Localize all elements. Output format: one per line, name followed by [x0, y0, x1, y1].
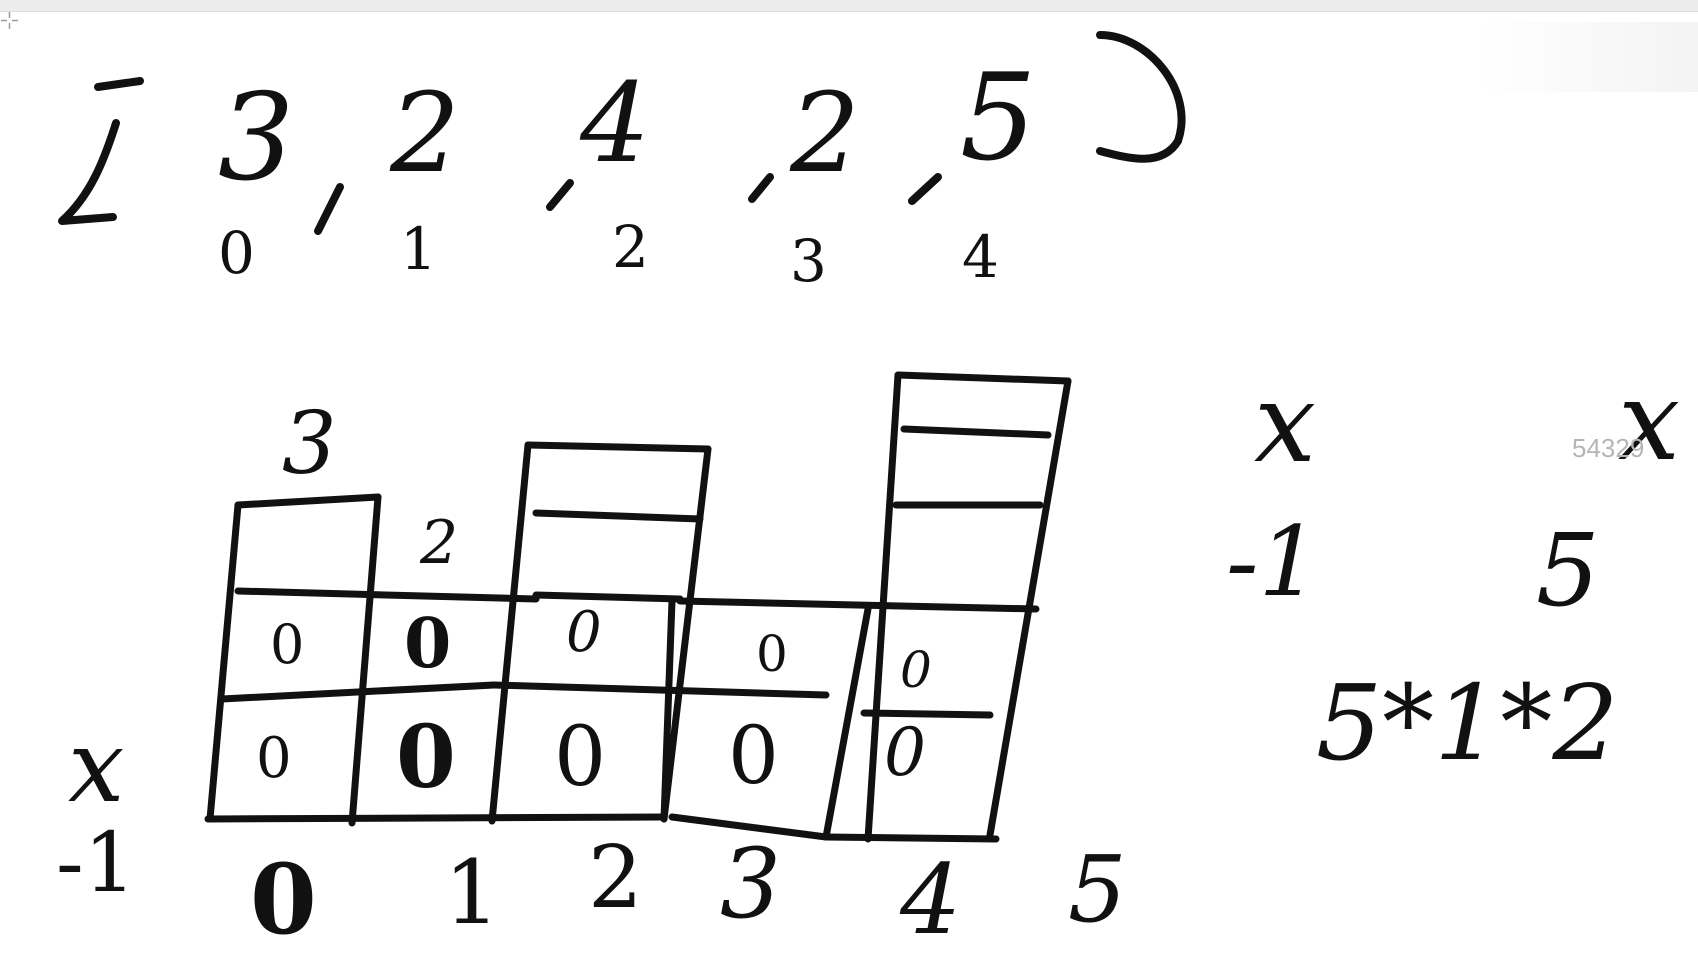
- bottom-axis-0: 0: [250, 843, 317, 956]
- handwriting-sketch: 3 2 4 2 5 0 1 2 3 4: [56, 31, 1680, 956]
- bottom-axis-3: 3: [720, 828, 781, 940]
- crosshair-cursor-icon: [1, 12, 18, 29]
- array-index-0: 0: [218, 219, 255, 287]
- histogram-grid: [204, 371, 1072, 843]
- cell-zero-r2c4: 0: [884, 714, 926, 791]
- cell-zero-r1c2: 0: [566, 600, 602, 665]
- cell-zero-r1c1: 0: [404, 604, 451, 684]
- bottom-axis-4: 4: [899, 844, 961, 956]
- window-title-bar: [0, 0, 1698, 12]
- array-index-4: 4: [962, 223, 999, 291]
- right-value-5: 5: [1536, 512, 1600, 629]
- array-value-0: 3: [218, 69, 294, 208]
- array-open-bracket: [58, 77, 144, 225]
- bottom-axis-2: 2: [588, 828, 643, 928]
- comma-2: [546, 179, 574, 211]
- array-value-2: 4: [579, 59, 650, 187]
- right-value-minus-1: -1: [1226, 506, 1320, 618]
- whiteboard-canvas[interactable]: 3 2 4 2 5 0 1 2 3 4: [0, 11, 1698, 966]
- cell-zero-r1c4: 0: [900, 641, 932, 699]
- comma-4: [908, 173, 942, 205]
- array-index-2: 2: [612, 213, 649, 281]
- bottom-axis-minus-1: -1: [56, 816, 136, 911]
- corner-shading: [1480, 22, 1698, 92]
- right-formula: 5*1*2: [1316, 662, 1619, 784]
- array-value-4: 5: [960, 49, 1036, 188]
- array-close-bracket: [1096, 31, 1186, 163]
- cell-zero-r2c3: 0: [728, 709, 779, 802]
- left-x-mark: x: [68, 708, 124, 825]
- bar-label-3: 3: [282, 394, 337, 494]
- right-cross-1: x: [1254, 359, 1316, 487]
- cell-zero-r2c1: 0: [396, 707, 456, 808]
- bar-label-2: 2: [419, 508, 458, 578]
- window-title: [700, 0, 900, 4]
- array-index-1: 1: [400, 215, 437, 283]
- array-index-3: 3: [790, 227, 827, 295]
- cell-zero-r2c2: 0: [554, 710, 606, 805]
- bottom-axis-1: 1: [444, 841, 500, 944]
- comma-3: [748, 173, 774, 203]
- bottom-axis-5: 5: [1068, 836, 1127, 943]
- right-cross-2: x: [1618, 357, 1680, 485]
- comma-1: [314, 183, 344, 235]
- array-value-1: 2: [389, 69, 460, 197]
- array-value-3: 2: [789, 69, 860, 197]
- watermark-id: 54329: [1572, 433, 1645, 463]
- cell-zero-r1c0: 0: [270, 613, 304, 676]
- cell-zero-r2c0: 0: [256, 726, 292, 791]
- cell-zero-r1c3: 0: [756, 625, 788, 683]
